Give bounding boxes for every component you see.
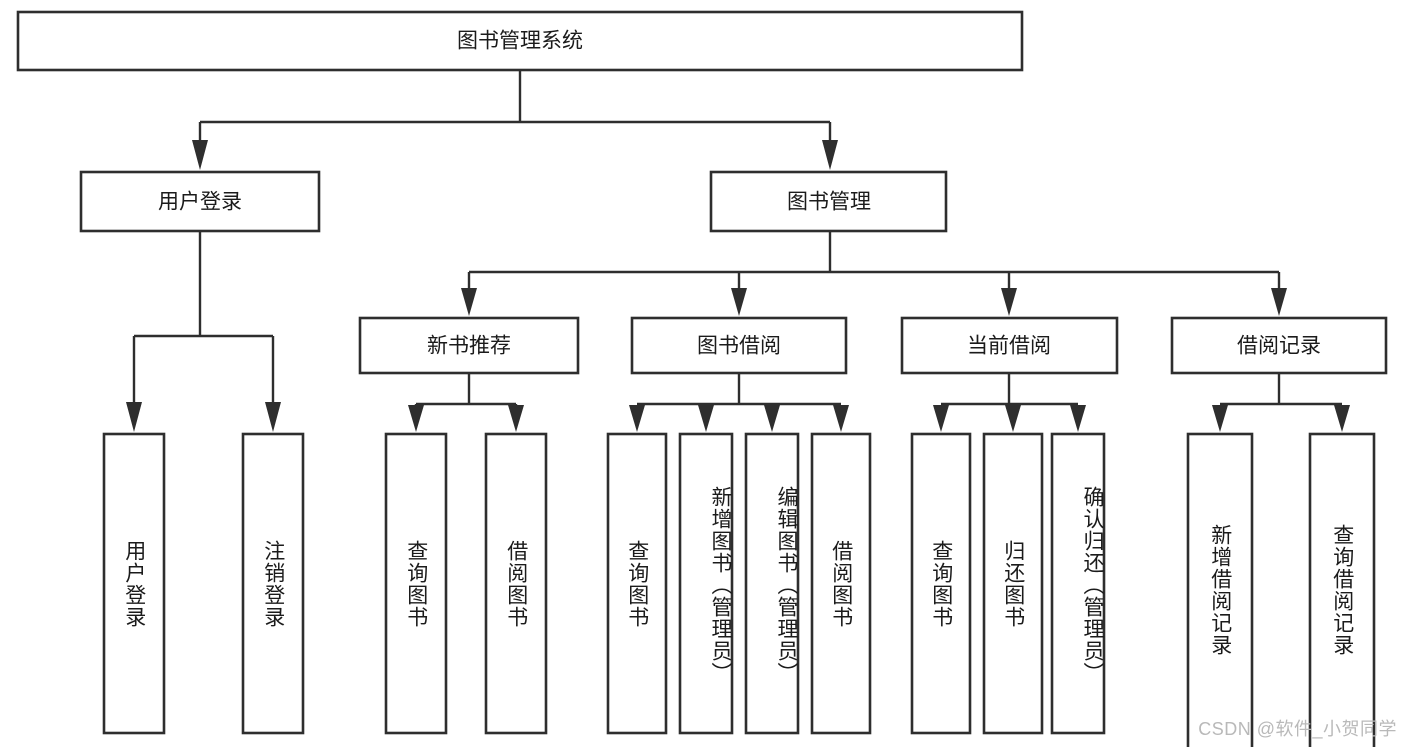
arrow-to-leaf-return-book [1005,405,1021,432]
node-book-manage-box[interactable] [709,170,948,233]
leaf-logout-box[interactable] [241,432,305,735]
arrow-to-leaf-query-record [1334,405,1350,432]
arrow-to-leaf-query-book-2 [629,405,645,432]
arrow-to-borrow-record [1271,288,1287,316]
csdn-watermark: CSDN @软件_小贺同学 [1198,719,1397,739]
arrow-to-book-borrow [731,288,747,316]
arrow-to-current-borrow [1001,288,1017,316]
arrow-to-leaf-borrow-book-2 [833,405,849,432]
arrow-to-user-login [192,140,208,170]
node-user-login-box[interactable] [79,170,321,233]
leaf-confirm-return-box[interactable] [1050,432,1106,735]
node-user-login[interactable]: 用户登录 [79,170,321,233]
arrow-to-leaf-add-book [698,405,714,432]
leaf-return-book-box[interactable] [982,432,1044,735]
leaf-query-book-1-box[interactable] [384,432,448,735]
node-new-book-recommend-label: 新书推荐 [427,335,511,358]
leaf-borrow-book-1-box[interactable] [484,432,548,735]
node-book-manage[interactable]: 图书管理 [709,170,948,233]
node-current-borrow-label: 当前借阅 [967,335,1051,358]
leaf-add-book-box[interactable] [678,432,734,735]
node-new-book-recommend-box[interactable] [358,316,580,375]
arrow-to-book-manage [822,140,838,170]
node-book-borrow[interactable]: 图书借阅 [630,316,848,375]
node-book-manage-label: 图书管理 [787,191,871,214]
arrow-to-leaf-edit-book [764,405,780,432]
arrow-to-leaf-user-login [126,402,142,432]
node-borrow-record-label: 借阅记录 [1237,335,1321,358]
node-layer: 图书管理系统 用户登录 图书管理 新书推荐 图书借阅 当前 [16,10,1388,747]
leaf-query-book-3-box[interactable] [910,432,972,735]
arrow-to-leaf-add-record [1212,405,1228,432]
arrow-to-leaf-logout [265,402,281,432]
node-borrow-record[interactable]: 借阅记录 [1170,316,1388,375]
node-root[interactable]: 图书管理系统 [16,10,1024,72]
node-user-login-label: 用户登录 [158,191,242,214]
node-current-borrow[interactable]: 当前借阅 [900,316,1119,375]
node-borrow-record-box[interactable] [1170,316,1388,375]
node-new-book-recommend[interactable]: 新书推荐 [358,316,580,375]
leaf-add-record-box[interactable] [1186,432,1254,747]
node-book-borrow-box[interactable] [630,316,848,375]
arrow-to-leaf-query-book-3 [933,405,949,432]
node-root-label: 图书管理系统 [457,30,583,53]
connector-layer [126,70,1350,432]
leaf-borrow-book-2-box[interactable] [810,432,872,735]
node-root-box[interactable] [16,10,1024,72]
arrow-to-leaf-confirm-return [1070,405,1086,432]
leaf-user-login-box[interactable] [102,432,166,735]
node-current-borrow-box[interactable] [900,316,1119,375]
leaf-query-record-box[interactable] [1308,432,1376,747]
arrow-to-leaf-borrow-book-1 [508,405,524,432]
arrow-to-new-book-recommend [461,288,477,316]
leaf-query-book-2-box[interactable] [606,432,668,735]
node-book-borrow-label: 图书借阅 [697,335,781,358]
leaf-edit-book-box[interactable] [744,432,800,735]
arrow-to-leaf-query-book-1 [408,405,424,432]
